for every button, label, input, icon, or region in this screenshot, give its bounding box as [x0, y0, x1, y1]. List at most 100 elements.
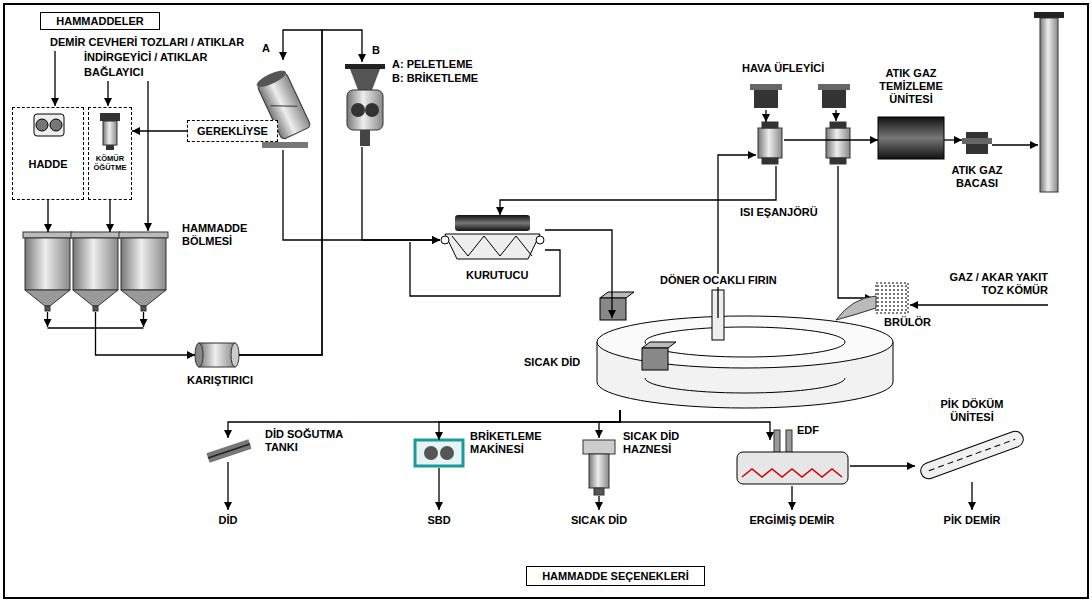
stack-line: [992, 144, 1038, 145]
node-label: KARIŞTIRICI: [187, 374, 253, 387]
flow-connector: [718, 155, 756, 318]
pig-casting-icon: [919, 429, 1026, 481]
node-label: HAVA ÜFLEYİCİ: [742, 62, 824, 75]
briquetter-icon: [347, 90, 383, 130]
heat-exchanger-icons: [830, 122, 846, 128]
mixer-unit: KARIŞTIRICI: [195, 340, 239, 370]
briquetting-unit: BRİKETLEME MAKİNESİ: [415, 440, 463, 466]
gas-cleaning-icon: [878, 117, 944, 159]
title-box: HAMMADDELER: [40, 12, 160, 30]
free-label: PİK DEMİR: [912, 514, 1032, 527]
briquetter-icon: [351, 103, 365, 117]
flow-connector: [944, 139, 962, 140]
blower-icons: [750, 84, 782, 90]
heat-exchanger-icons: [762, 158, 778, 164]
dryer-icon: [452, 236, 532, 256]
hot-bin-icon: [583, 440, 615, 495]
input-arrows: [55, 51, 148, 231]
node-label: ATIK GAZ BACASI: [946, 164, 1008, 190]
mill-icon: [100, 113, 120, 121]
free-label: B: BRİKETLEME: [392, 72, 478, 85]
free-label: DİD: [168, 514, 288, 527]
roller-icon: [50, 119, 62, 131]
mill-icon: [100, 113, 120, 150]
free-label: A: PELETLEME: [392, 58, 473, 71]
pelletizer-icon: [262, 142, 308, 148]
node-label: HADDE: [13, 158, 83, 171]
furnace-icon: [645, 378, 845, 393]
product-arrows: [227, 462, 228, 510]
blower-icons: [818, 84, 850, 90]
heat-exchanger-icons: [758, 122, 850, 164]
briquetter-icon: [365, 103, 379, 117]
dryer-icon: [441, 215, 544, 259]
furnace-icon: [597, 316, 893, 368]
free-label: SBD: [379, 514, 499, 527]
briquetter-icon: [350, 69, 380, 90]
node-label: BRÜLÖR: [884, 316, 931, 329]
edf-icon: [742, 469, 842, 477]
hot-bin-icon: [589, 454, 609, 488]
pig-casting-icon: [929, 439, 1015, 470]
mill-box: HADDE: [12, 107, 84, 200]
burner-unit: BRÜLÖR: [876, 283, 908, 313]
briquetting-machine-icon: [424, 446, 438, 460]
cooling-tank-icon: [208, 444, 250, 458]
flow-connector: [599, 410, 620, 438]
furnace-unit: DÖNER OCAKLI FIRIN: [598, 318, 894, 410]
mixer-icon: [195, 343, 203, 367]
briquetting-machine-icon: [415, 440, 463, 466]
stack-icon: [1034, 12, 1064, 192]
fan-icon: [962, 132, 992, 154]
flow-connector: [362, 147, 440, 240]
air-lines: [836, 110, 873, 298]
product-arrows: [791, 486, 792, 510]
flow-connector: [765, 110, 766, 122]
flow-connector: [109, 200, 110, 232]
silo-group: [25, 290, 70, 306]
briquetter-icon: [345, 64, 385, 69]
cooling-tank-icon: [208, 444, 250, 458]
blower-unit: HAVA ÜFLEYİCİ: [748, 84, 784, 110]
flow-connector: [239, 30, 322, 355]
briquetting-machine-icon: [415, 440, 463, 466]
gas-cleaning-unit: ATIK GAZ TEMİZLEME ÜNİTESİ: [878, 117, 944, 159]
heat-exchanger-unit: ISI EŞANJÖRÜ: [756, 122, 784, 166]
free-label: GAZ / AKAR YAKIT TOZ KÖMÜR: [936, 271, 1048, 297]
product-arrows: [438, 468, 439, 510]
heat-exchanger-icons: [826, 128, 850, 158]
furnace-icon: [642, 348, 668, 370]
flow-connector: [132, 130, 187, 131]
product-arrows: [598, 496, 599, 510]
dryer-icon: [445, 234, 540, 259]
free-label: BAĞLAYICI: [84, 66, 144, 79]
blower-icons: [750, 84, 850, 108]
dryer-icon: [536, 236, 544, 244]
mill-icon: [106, 145, 114, 150]
silo-group: [23, 232, 72, 238]
gas-cleaning-icon: [878, 117, 944, 159]
node-label: ATIK GAZ TEMİZLEME ÜNİTESİ: [871, 67, 951, 106]
briquetter-icon: [360, 130, 370, 146]
flow-connector: [96, 312, 196, 355]
node-label: KURUTUCU: [466, 269, 528, 282]
briquetter-icon: [345, 64, 385, 146]
node-label: B: [372, 44, 392, 57]
pelletizer-unit: A: [258, 60, 310, 150]
node-label: DÖNER OCAKLI FIRIN: [658, 274, 779, 287]
free-label: İNDİRGEYİCİ / ATIKLAR: [84, 51, 207, 64]
input-arrows: [107, 81, 108, 106]
silo-group: [71, 232, 120, 238]
dryer-unit: KURUTUCU: [440, 215, 545, 263]
flow-connector: [545, 230, 612, 318]
heat-exchanger-icons: [762, 122, 778, 128]
roller-icon: [34, 114, 64, 136]
recycle-line: [410, 242, 560, 296]
node-label: HAMMADDE BÖLMESİ: [182, 222, 256, 248]
hot-bin-icon: [594, 488, 604, 495]
hot-bin-unit: SICAK DİD HAZNESİ: [583, 438, 615, 496]
silo-unit: HAMMADDE BÖLMESİ: [22, 232, 168, 312]
burner-icon: [876, 283, 908, 313]
